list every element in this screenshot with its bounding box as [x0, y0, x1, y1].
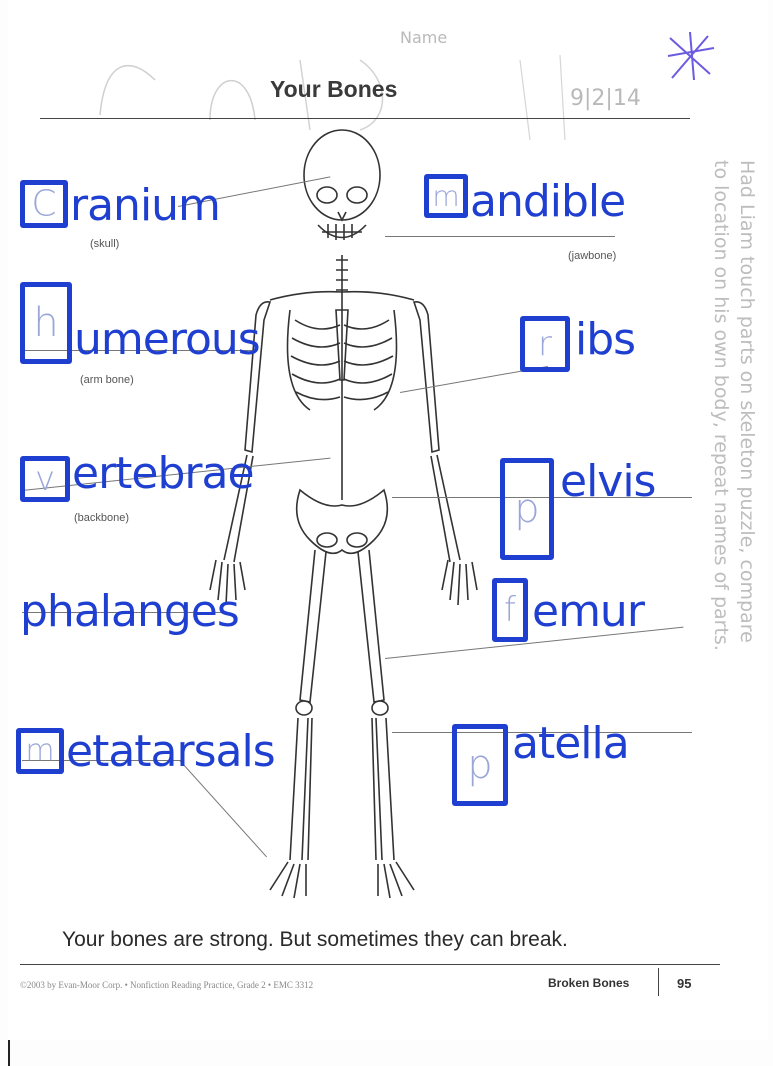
phalanges-label: phalanges: [20, 590, 239, 634]
cranium-label: ranium: [70, 184, 220, 228]
teacher-note-line-2: to location on his own body, repeat name…: [708, 160, 734, 651]
ribs-label: ibs: [575, 318, 635, 362]
humerous-label: umerous: [74, 318, 260, 362]
mandible-hint: (jawbone): [568, 250, 616, 262]
cranium-letter-box: C: [20, 180, 68, 228]
metatarsals-letter-box: m: [16, 728, 64, 774]
footer-section-title: Broken Bones: [548, 976, 629, 990]
vertebrae-label: ertebrae: [72, 452, 254, 496]
vertebrae-letter-box: v: [20, 456, 70, 502]
pelvis-label: elvis: [560, 460, 655, 504]
patella-label: atella: [512, 722, 629, 766]
humerous-hint: (arm bone): [80, 374, 134, 386]
title-rule: [40, 118, 690, 119]
date-handwritten: 9|2|14: [570, 86, 641, 111]
pelvis-letter-box: p: [500, 458, 554, 560]
cranium-hint: (skull): [90, 238, 119, 250]
metatarsals-label: etatarsals: [66, 730, 275, 774]
teacher-note: Had Liam touch parts on skeleton puzzle,…: [708, 160, 760, 651]
footer-rule: [20, 964, 720, 965]
teacher-note-line-1: Had Liam touch parts on skeleton puzzle,…: [734, 160, 760, 651]
vertebrae-hint: (backbone): [74, 512, 129, 524]
page-number: 95: [677, 976, 691, 991]
mandible-label: andible: [470, 180, 625, 224]
scan-edge-mark: [8, 1040, 10, 1066]
page-title: Your Bones: [270, 76, 397, 103]
femur-label: emur: [532, 590, 644, 634]
star-sticker-icon: [660, 28, 720, 88]
femur-letter-box: f: [492, 578, 528, 642]
leader-mandible: [385, 236, 615, 237]
patella-letter-box: p: [452, 724, 508, 806]
ribs-letter-box: r: [520, 316, 570, 372]
footer-copyright: ©2003 by Evan-Moor Corp. • Nonfiction Re…: [20, 980, 313, 990]
skeleton-illustration: [190, 120, 490, 900]
footer-divider: [658, 968, 659, 996]
name-scribble: Name: [400, 28, 447, 47]
caption-text: Your bones are strong. But sometimes the…: [62, 928, 568, 952]
mandible-letter-box: m: [424, 174, 468, 218]
humerous-letter-box: h: [20, 282, 72, 364]
